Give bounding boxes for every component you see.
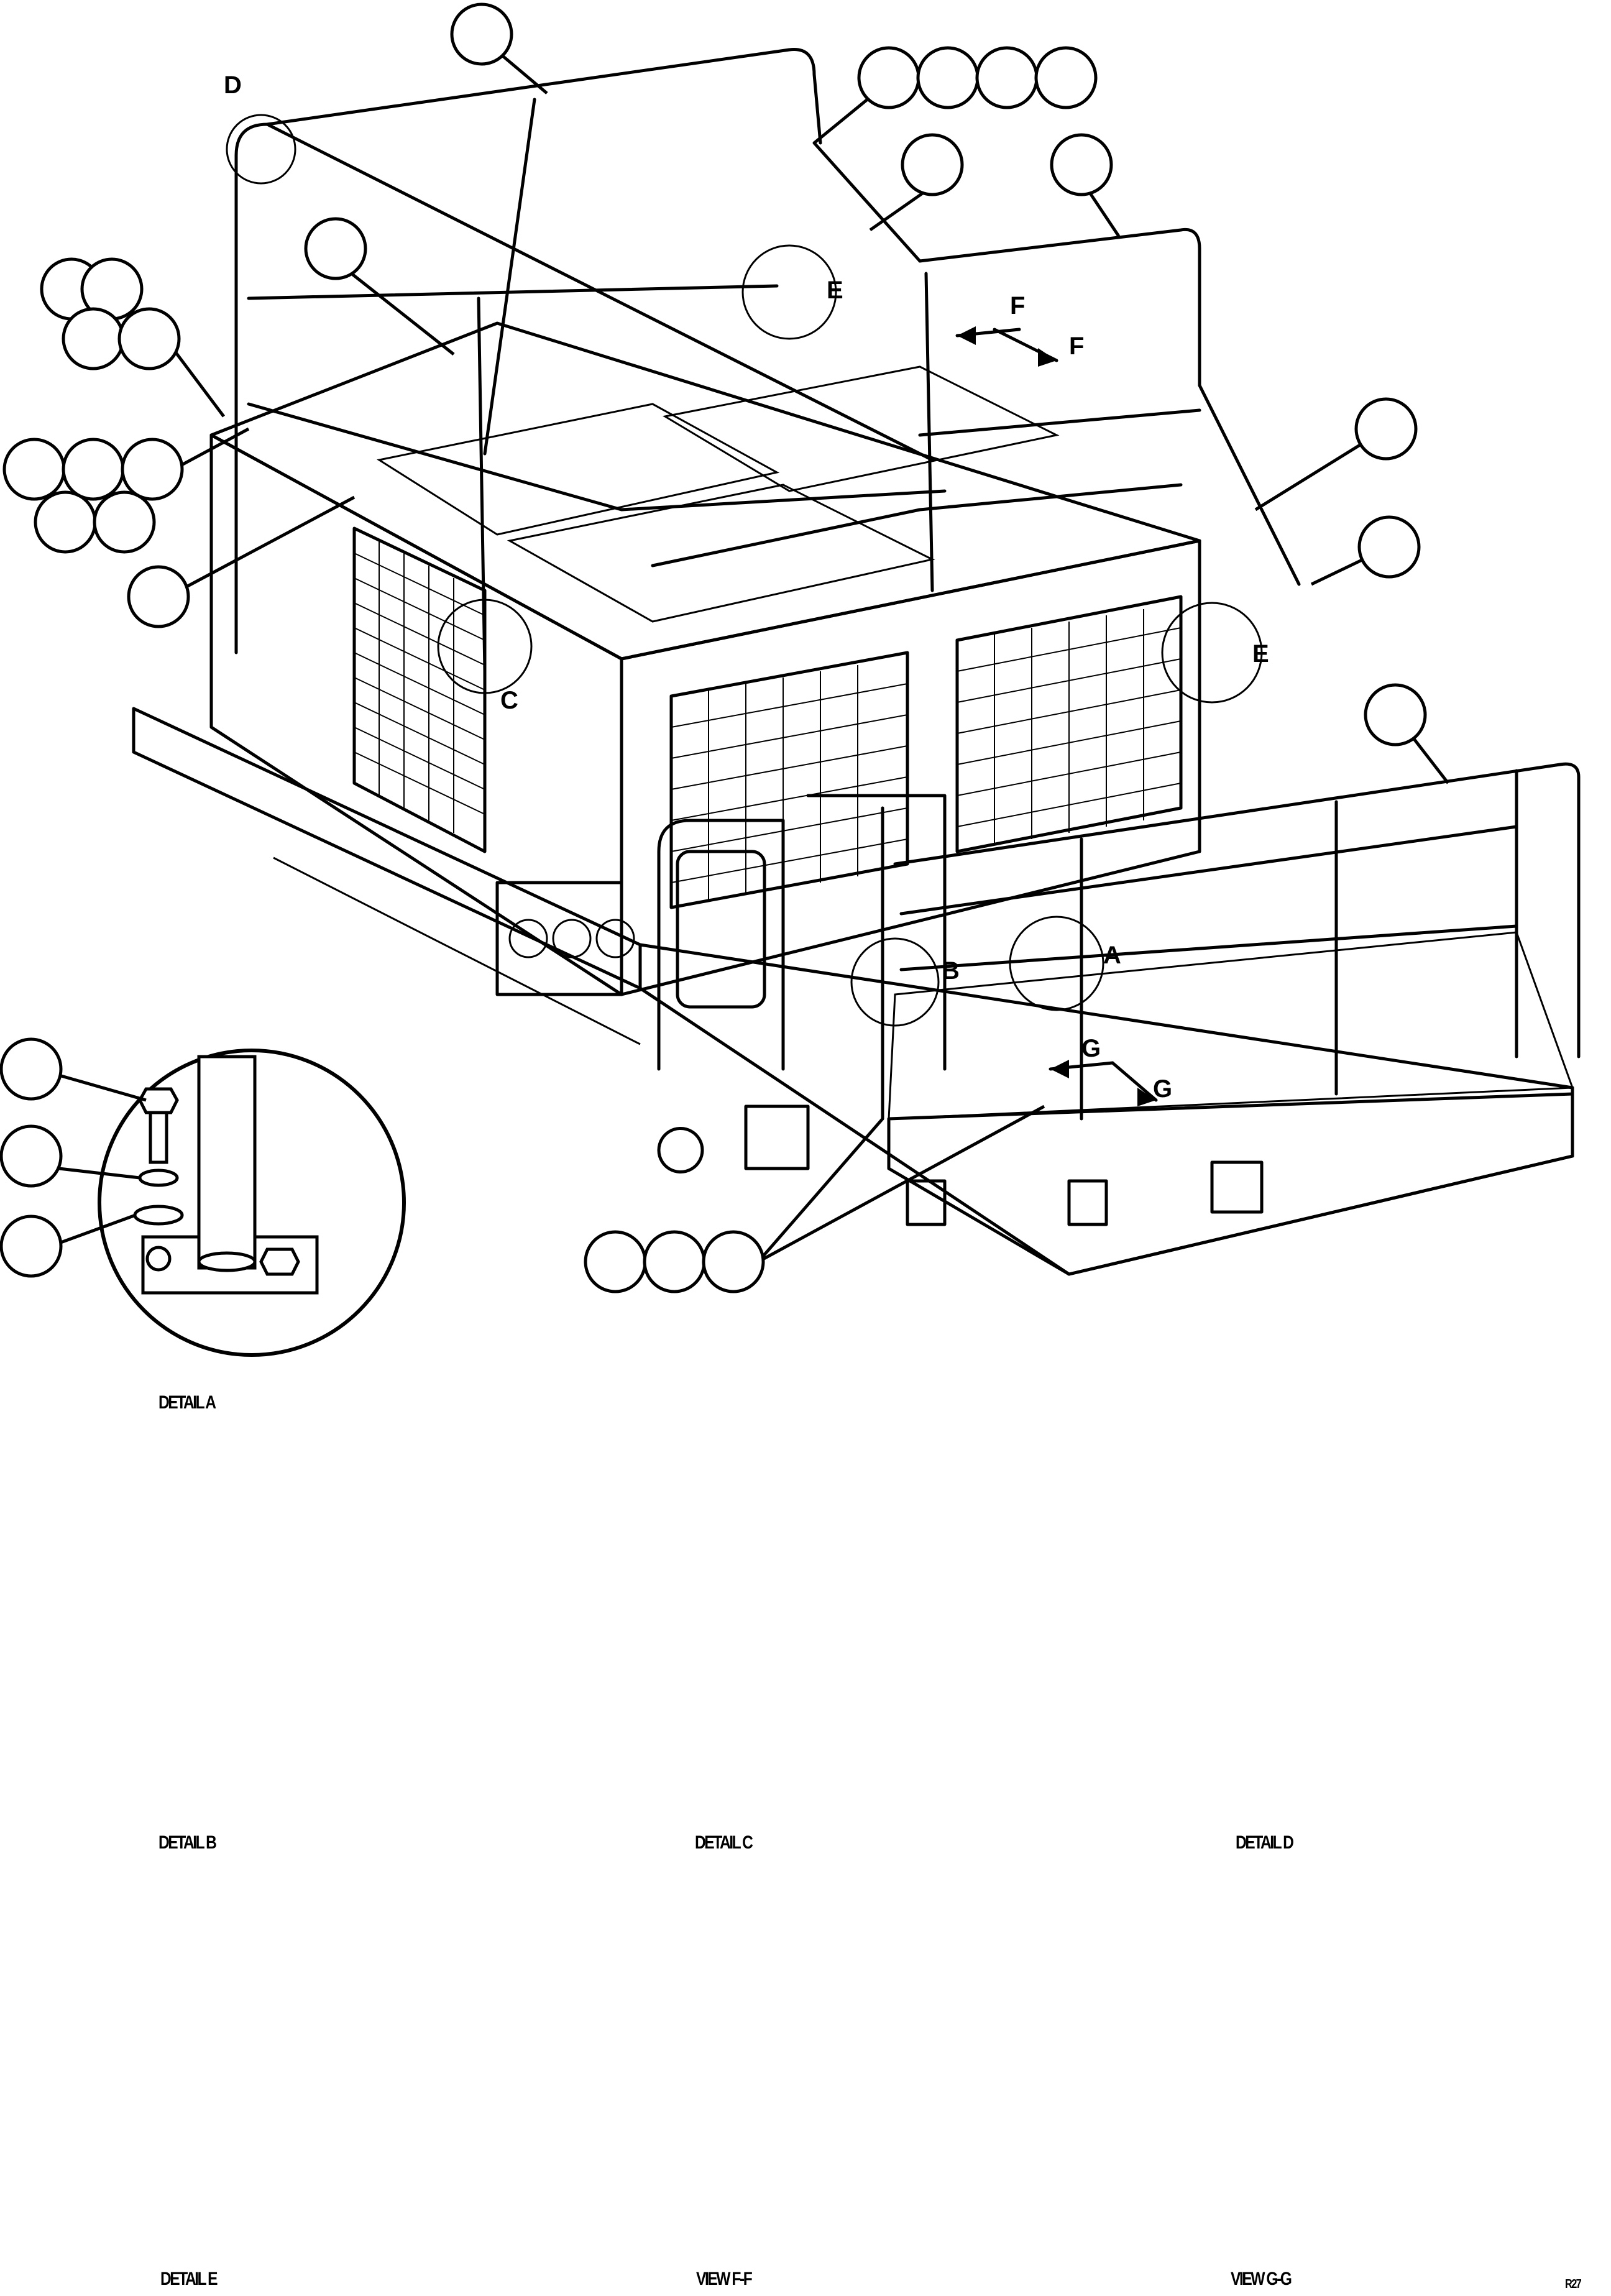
callout-bubble bbox=[0, 1215, 63, 1278]
callout-bubble bbox=[117, 307, 181, 370]
callout-bubble bbox=[702, 1230, 765, 1293]
front-grilles bbox=[669, 595, 1183, 909]
junction-box bbox=[495, 881, 623, 996]
callout-bubble bbox=[1034, 46, 1098, 109]
detail-ref-a bbox=[1009, 916, 1104, 1011]
walkway-deck bbox=[888, 931, 1574, 1120]
main-callouts bbox=[2, 2, 1427, 1293]
left-grille bbox=[352, 526, 487, 853]
callout-bubble bbox=[127, 565, 190, 628]
view-letter-d: D bbox=[224, 71, 242, 99]
view-letter-f-lower: F bbox=[1069, 333, 1084, 360]
detail-a-view bbox=[0, 1037, 406, 1357]
callout-bubble bbox=[916, 46, 980, 109]
callout-bubble bbox=[584, 1230, 647, 1293]
detail-e-title: DETAIL E bbox=[160, 2269, 218, 2289]
base-frame-lip bbox=[273, 856, 641, 1045]
view-letter-b: B bbox=[942, 957, 960, 985]
callout-bubble bbox=[62, 307, 125, 370]
view-gg-title: VIEW G-G bbox=[1231, 2269, 1292, 2289]
callout-bubble bbox=[975, 46, 1039, 109]
top-panel-rear bbox=[377, 403, 780, 536]
housing-left-side bbox=[209, 433, 623, 996]
detail-ref-e-top bbox=[741, 244, 837, 340]
entry-frame bbox=[657, 794, 947, 1121]
callout-bubble bbox=[121, 438, 184, 501]
view-letter-e-top: E bbox=[827, 277, 843, 304]
detail-c-title: DETAIL C bbox=[695, 1832, 753, 1853]
tow-hitch bbox=[657, 1104, 810, 1173]
detail-ref-d bbox=[226, 114, 296, 185]
walkway-handrail bbox=[888, 762, 1581, 1121]
view-letter-c: C bbox=[500, 687, 518, 714]
view-letter-g-upper: G bbox=[1081, 1035, 1101, 1062]
callout-bubble bbox=[1357, 515, 1421, 579]
callout-bubble bbox=[643, 1230, 706, 1293]
top-panel-right bbox=[662, 365, 1060, 492]
detail-ref-e-right bbox=[1161, 602, 1263, 704]
callout-bubble bbox=[901, 133, 964, 196]
view-letter-e-right: E bbox=[1252, 640, 1269, 668]
detail-ref-b bbox=[850, 937, 940, 1027]
callout-bubble bbox=[1050, 133, 1113, 196]
housing-top bbox=[209, 321, 1201, 661]
section-arrows bbox=[955, 326, 1158, 1106]
callout-bubble bbox=[0, 1124, 63, 1188]
callout-bubble bbox=[93, 490, 156, 554]
rear-light-right bbox=[1067, 1179, 1108, 1226]
callout-bubble bbox=[304, 217, 367, 280]
detail-a-title: DETAIL A bbox=[158, 1392, 216, 1413]
detail-ref-c bbox=[437, 599, 533, 694]
callout-bubble bbox=[62, 438, 125, 501]
detail-d-title: DETAIL D bbox=[1236, 1832, 1294, 1853]
view-letter-a: A bbox=[1103, 942, 1121, 969]
callout-bubble bbox=[857, 46, 920, 109]
callout-bubble bbox=[450, 2, 513, 66]
callout-bubble bbox=[1354, 397, 1418, 461]
callout-bubble bbox=[2, 438, 66, 501]
callout-bubble bbox=[34, 490, 97, 554]
view-letter-g-lower: G bbox=[1153, 1075, 1172, 1103]
view-ff-title: VIEW F-F bbox=[696, 2269, 753, 2289]
callout-bubble bbox=[0, 1037, 63, 1101]
base-frame-left bbox=[132, 707, 642, 990]
upper-handrail bbox=[234, 48, 1301, 673]
rear-light bbox=[906, 1179, 947, 1226]
front-bumper bbox=[887, 1092, 1574, 1276]
view-letter-f-upper: F bbox=[1010, 292, 1025, 319]
detail-b-title: DETAIL B bbox=[158, 1832, 217, 1853]
callout-bubble bbox=[1364, 683, 1427, 746]
rear-plate bbox=[1210, 1160, 1264, 1214]
main-isometric-view: D E F F C E B A G G bbox=[2, 2, 1581, 1293]
page-reference: R27 bbox=[1565, 2277, 1582, 2291]
